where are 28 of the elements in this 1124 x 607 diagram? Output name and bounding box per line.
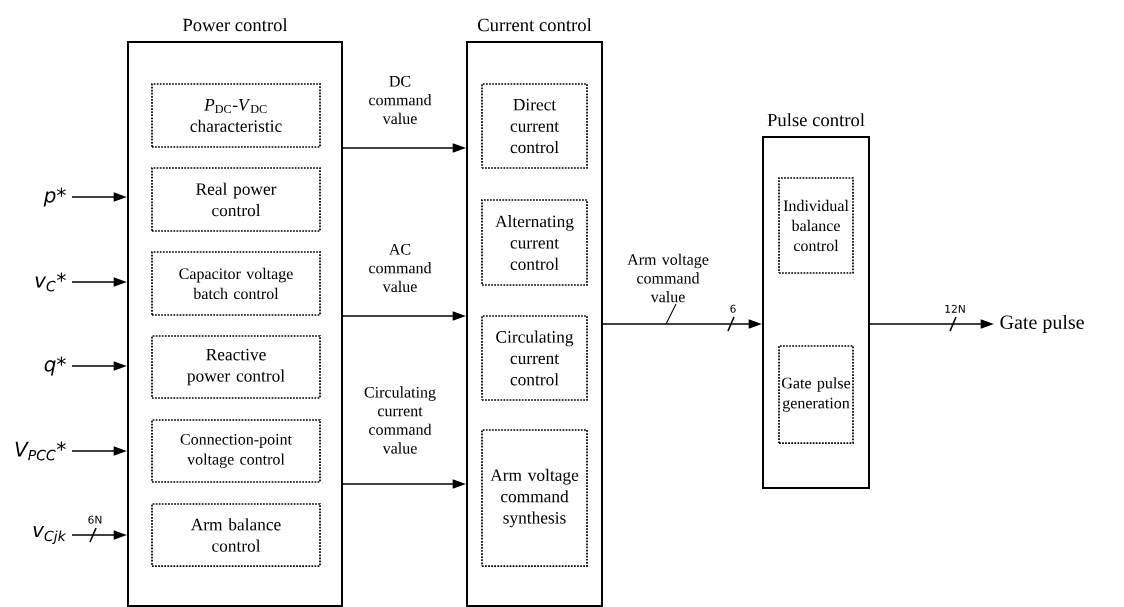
function-box: Real power control <box>151 167 321 232</box>
input-signal: v$_{Cjk}$ <box>33 526 67 544</box>
edge-label: Arm voltage command value <box>627 253 709 303</box>
input-signal: V$_{PCC}$* <box>15 441 66 461</box>
edge-label: Circulating current command value <box>364 386 436 454</box>
function-box: Connection-point voltage control <box>151 419 321 483</box>
node-label: Current control <box>478 18 592 32</box>
function-box: P$_{DC}$-V$_{DC}$ characteristic <box>151 83 321 148</box>
node-label: Pulse control <box>767 113 865 127</box>
function-box: Arm voltage command synthesis <box>481 429 588 567</box>
edge-label: AC command value <box>369 243 432 293</box>
input-signal: p* <box>43 187 66 207</box>
function-box: Alternating current control <box>481 199 588 286</box>
node-label: Power control <box>182 18 288 32</box>
edge-label: DC command value <box>369 75 432 125</box>
function-box: Reactive power control <box>151 335 321 399</box>
bus-width-label: 12N <box>945 304 965 313</box>
input-signal: v$_{C}$* <box>35 272 66 292</box>
function-box: Individual balance control <box>778 177 854 274</box>
input-signal: q* <box>44 356 66 376</box>
function-box: Circulating current control <box>481 315 588 401</box>
function-box: Direct current control <box>481 83 588 169</box>
function-box: Gate pulse generation <box>778 345 854 444</box>
bus-width-label: 6N <box>88 515 102 524</box>
output-signal: Gate pulse <box>1000 314 1084 334</box>
bus-width-label: 6 <box>730 304 736 313</box>
function-box: Arm balance control <box>151 503 321 567</box>
function-box: Capacitor voltage batch control <box>151 251 321 316</box>
